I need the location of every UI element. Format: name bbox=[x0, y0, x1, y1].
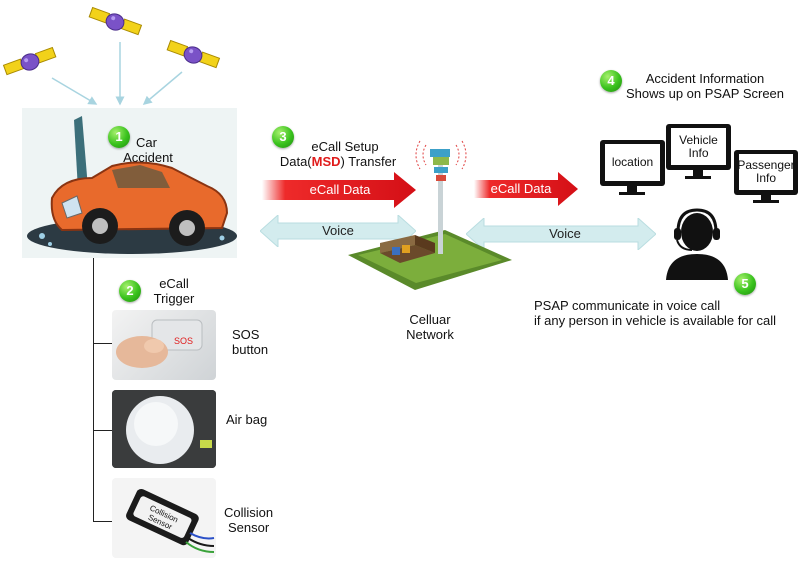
collision-line2: Sensor bbox=[228, 520, 270, 535]
collision-line1: Collision bbox=[224, 505, 274, 520]
sos-button-photo: SOS bbox=[112, 310, 216, 380]
cellular-line2: Network bbox=[406, 327, 454, 342]
step-5-badge: 5 bbox=[734, 273, 756, 295]
psap-voice-line2: if any person in vehicle is available fo… bbox=[534, 313, 777, 328]
collision-sensor-label: Collision Sensor bbox=[224, 505, 273, 535]
ecall-data-right-label: eCall Data bbox=[490, 181, 552, 196]
msd-prefix: Data( bbox=[279, 154, 312, 169]
ecall-setup-line1: eCall Setup bbox=[311, 139, 379, 154]
cell-tower-image bbox=[348, 140, 512, 290]
monitor-location: location bbox=[600, 140, 665, 186]
sos-button-label: SOS button bbox=[232, 327, 268, 357]
sos-photo-mark: SOS bbox=[174, 336, 193, 346]
accident-info-line2: Shows up on PSAP Screen bbox=[625, 86, 785, 101]
satellite-icon bbox=[166, 39, 221, 69]
crashed-car-image bbox=[22, 108, 237, 258]
msd-highlight: MSD bbox=[311, 154, 341, 169]
step-3-badge: 3 bbox=[272, 126, 294, 148]
trigger-tree-trunk bbox=[93, 258, 94, 522]
collision-sensor-photo: Collision Sensor bbox=[112, 478, 216, 558]
monitor-location-base bbox=[619, 192, 645, 195]
cellular-network-label: Celluar Network bbox=[395, 312, 465, 342]
ecall-trigger-label: eCall Trigger bbox=[145, 276, 203, 306]
monitor-vehicle-stand bbox=[693, 170, 703, 176]
cellular-line1: Celluar bbox=[409, 312, 451, 327]
ecall-setup-line2: Data(MSD) Transfer bbox=[268, 154, 408, 169]
accident-info-label: Accident Information Shows up on PSAP Sc… bbox=[615, 71, 795, 101]
monitor-vehicle-base bbox=[685, 176, 711, 179]
car-accident-label: Car Accident bbox=[118, 135, 178, 165]
trigger-branch-airbag bbox=[93, 430, 113, 431]
ecall-data-left-label: eCall Data bbox=[309, 182, 371, 197]
monitor-passenger-line1: Passenger bbox=[737, 158, 795, 172]
ecall-data-arrow-left bbox=[262, 172, 416, 208]
monitor-passenger: Passenger Info bbox=[734, 150, 798, 195]
sos-line2: button bbox=[232, 342, 269, 357]
sos-line1: SOS bbox=[232, 327, 260, 342]
msd-suffix: ) Transfer bbox=[340, 154, 397, 169]
monitor-vehicle: Vehicle Info bbox=[666, 124, 731, 170]
voice-right-label: Voice bbox=[549, 226, 581, 241]
trigger-branch-sos bbox=[93, 343, 113, 344]
monitor-passenger-base bbox=[753, 200, 779, 203]
car-accident-line1: Car bbox=[136, 135, 157, 150]
voice-arrow-left bbox=[260, 215, 416, 247]
airbag-label: Air bag bbox=[226, 412, 268, 427]
ecall-data-arrow-right bbox=[474, 172, 578, 206]
step-2-badge: 2 bbox=[119, 280, 141, 302]
car-accident-line2: Accident bbox=[123, 150, 173, 165]
monitor-vehicle-line1: Vehicle bbox=[679, 132, 718, 147]
monitor-location-text: location bbox=[611, 155, 654, 169]
monitor-passenger-line2: Info bbox=[755, 171, 776, 185]
step-4-badge: 4 bbox=[600, 70, 622, 92]
monitor-location-stand bbox=[627, 186, 637, 192]
voice-left-label: Voice bbox=[322, 223, 354, 238]
monitor-passenger-stand bbox=[761, 195, 771, 200]
ecall-trigger-line1: eCall bbox=[159, 276, 189, 291]
psap-operator-icon bbox=[666, 208, 728, 280]
satellites bbox=[2, 6, 221, 106]
airbag-photo bbox=[112, 390, 216, 468]
monitor-vehicle-line2: Info bbox=[688, 145, 709, 160]
satellite-icon bbox=[88, 6, 143, 36]
psap-voice-label: PSAP communicate in voice call if any pe… bbox=[534, 298, 800, 328]
accident-info-line1: Accident Information bbox=[645, 71, 765, 86]
ecall-trigger-line2: Trigger bbox=[153, 291, 195, 306]
trigger-branch-collision bbox=[93, 521, 113, 522]
satellite-icon bbox=[2, 46, 57, 76]
psap-voice-line1: PSAP communicate in voice call bbox=[534, 298, 721, 313]
step-1-badge: 1 bbox=[108, 126, 130, 148]
ecall-setup-label: eCall Setup Data(MSD) Transfer bbox=[268, 139, 408, 169]
voice-arrow-right bbox=[466, 218, 656, 250]
